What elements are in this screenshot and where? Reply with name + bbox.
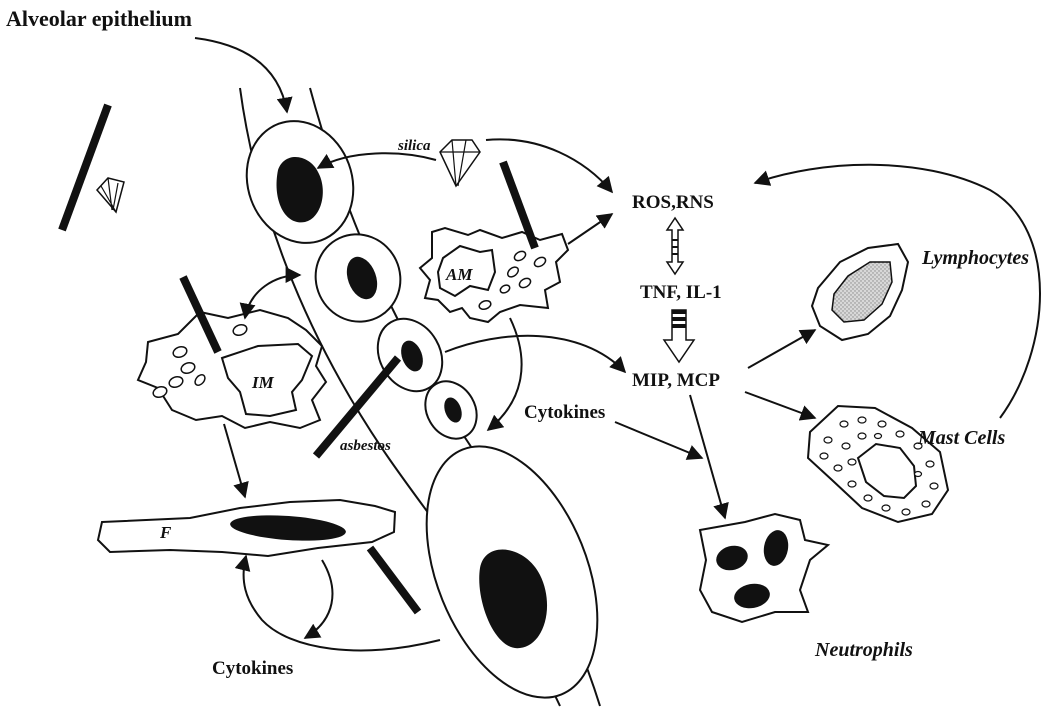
am-to-ros-arrow xyxy=(568,214,612,244)
alveolar-macrophage xyxy=(420,228,568,322)
lymphocyte-cell xyxy=(812,244,908,340)
silica-crystal xyxy=(440,140,480,186)
silica-label: silica xyxy=(397,138,431,154)
silica-crystal-free xyxy=(97,178,124,212)
mip-to-mast-arrow xyxy=(745,392,815,418)
mast-cell xyxy=(808,406,948,522)
im-label: IM xyxy=(251,373,275,392)
neutrophils-label: Neutrophils xyxy=(814,639,913,661)
ros-tnf-double-arrow xyxy=(667,218,683,274)
fibroblast xyxy=(98,500,395,556)
tnf-mip-arrow xyxy=(664,310,694,362)
cytokines-to-neutrophils-arrow xyxy=(615,422,702,458)
cytokines-mid-label: Cytokines xyxy=(524,402,605,423)
asbestos-label: asbestos xyxy=(340,438,391,454)
epithelium-to-mip-arrow xyxy=(445,336,625,372)
interstitial-macrophage xyxy=(138,310,326,428)
neutrophil-cell xyxy=(700,514,828,622)
mip-mcp-label: MIP, MCP xyxy=(632,370,720,391)
tnf-il1-label: TNF, IL-1 xyxy=(640,282,722,303)
cytokines-bottom-label: Cytokines xyxy=(212,658,293,679)
am-label: AM xyxy=(445,265,473,284)
ros-rns-label: ROS,RNS xyxy=(632,192,714,213)
mip-to-lymphocytes-arrow xyxy=(748,330,815,368)
mast-cells-label: Mast Cells xyxy=(917,427,1005,449)
f-label: F xyxy=(159,523,172,542)
asbestos-fiber-f xyxy=(370,548,418,612)
fibroblast-to-cytokines-arrow xyxy=(305,560,332,638)
lymphocytes-label: Lymphocytes xyxy=(921,247,1029,269)
am-to-epithelium-arrow xyxy=(488,318,522,430)
im-to-fibroblast-arrow xyxy=(224,424,245,497)
asbestos-fiber-free xyxy=(62,105,108,230)
epithelial-cell-5 xyxy=(393,422,631,712)
alveolar-epithelium-label: Alveolar epithelium xyxy=(6,6,192,31)
mip-to-neutrophils-arrow xyxy=(690,395,725,518)
